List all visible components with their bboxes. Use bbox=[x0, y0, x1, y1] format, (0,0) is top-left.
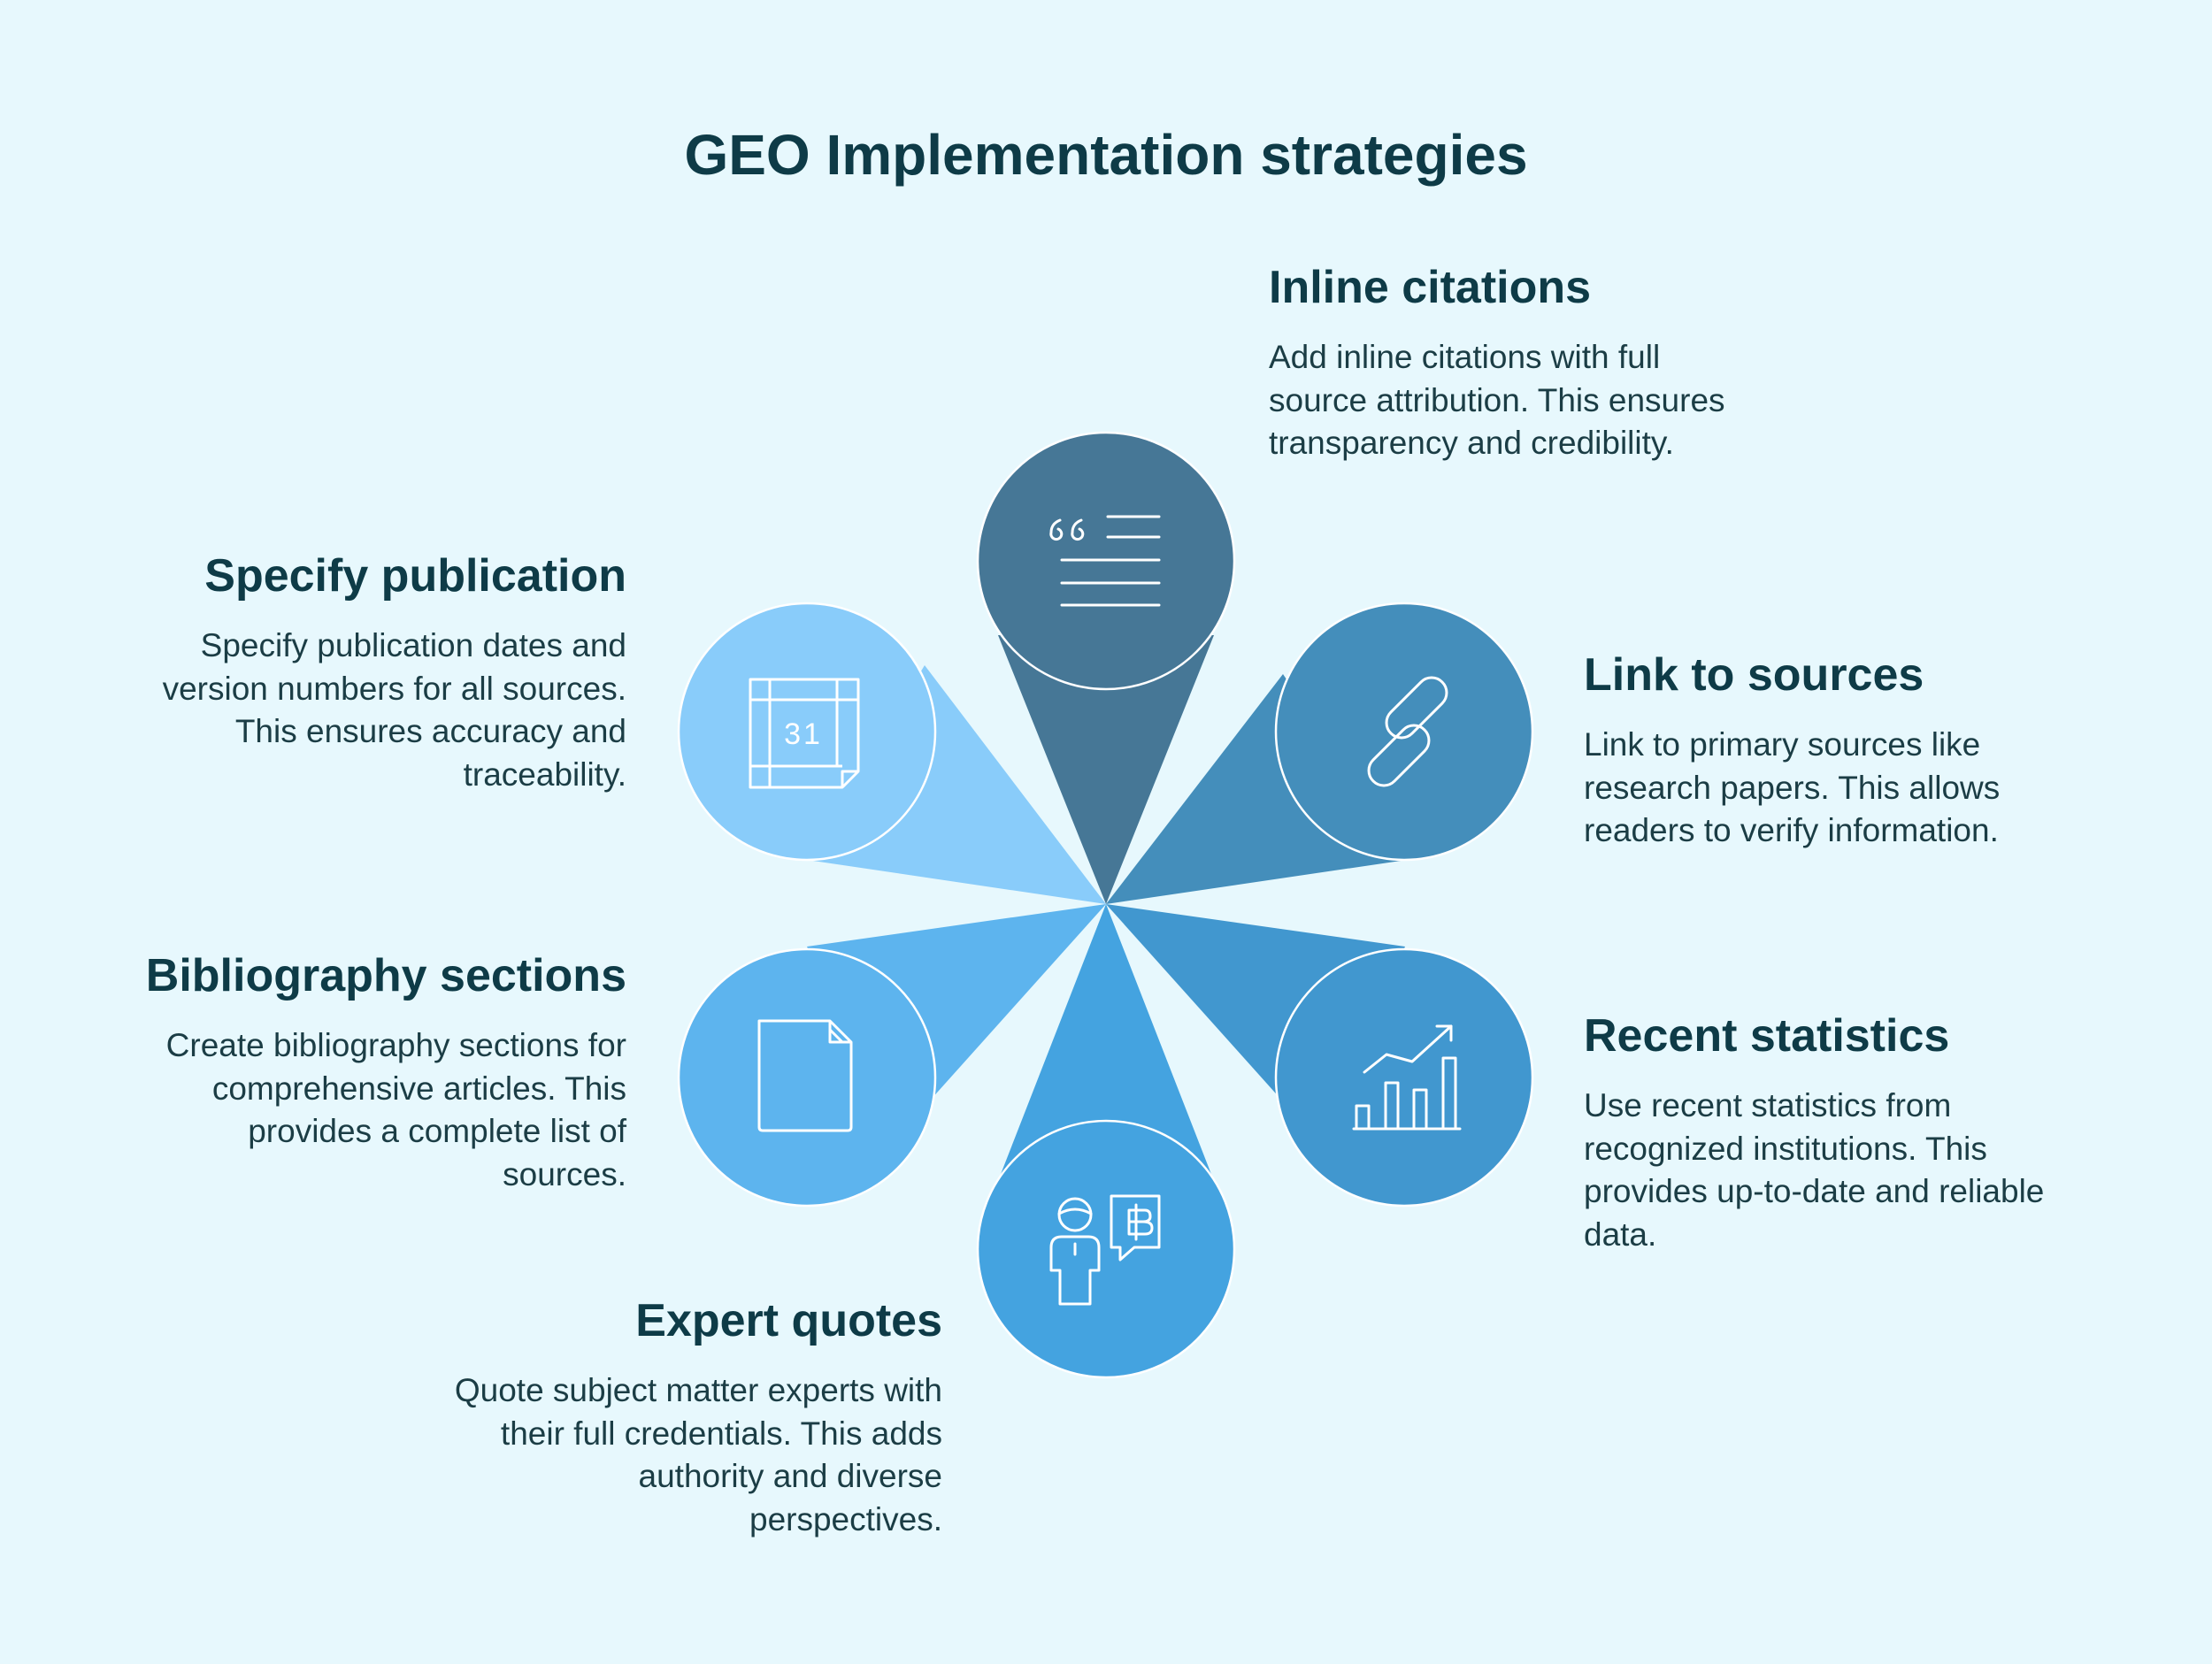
petal-inline-citations[interactable] bbox=[976, 431, 1236, 904]
label-recent-statistics: Recent statistics Use recent statistics … bbox=[1584, 1008, 2079, 1256]
petal-wedge bbox=[807, 665, 1106, 904]
petal-expert-quotes[interactable] bbox=[976, 904, 1236, 1379]
petal-circle bbox=[976, 1119, 1236, 1379]
expert-icon bbox=[1049, 1194, 1161, 1306]
description-expert-quotes: Quote subject matter experts with their … bbox=[454, 1372, 942, 1537]
petal-recent-statistics[interactable] bbox=[1106, 904, 1534, 1208]
petal-circle bbox=[677, 947, 937, 1208]
calendar-icon: 31 bbox=[749, 678, 860, 789]
label-expert-quotes: Expert quotes Quote subject matter exper… bbox=[447, 1293, 942, 1541]
petal-wedge bbox=[1106, 674, 1407, 904]
heading-expert-quotes: Expert quotes bbox=[635, 1295, 942, 1346]
petal-circle bbox=[1274, 947, 1534, 1208]
heading-link-to-sources: Link to sources bbox=[1584, 649, 1924, 701]
petal-link-to-sources[interactable] bbox=[1106, 602, 1534, 904]
petal-circle bbox=[1274, 602, 1534, 862]
heading-recent-statistics: Recent statistics bbox=[1584, 1010, 1950, 1062]
petal-wedge bbox=[998, 635, 1214, 904]
label-link-to-sources: Link to sources Link to primary sources … bbox=[1584, 648, 2079, 853]
description-recent-statistics: Use recent statistics from recognized in… bbox=[1584, 1087, 2045, 1253]
quote-icon bbox=[1049, 515, 1161, 607]
heading-inline-citations: Inline citations bbox=[1269, 262, 1592, 313]
heading-specify-publication: Specify publication bbox=[204, 550, 626, 602]
description-inline-citations: Add inline citations with full source at… bbox=[1269, 339, 1725, 461]
label-inline-citations: Inline citations Add inline citations wi… bbox=[1269, 260, 1764, 465]
diagram-title: GEO Implementation strategies bbox=[684, 123, 1528, 187]
document-icon bbox=[757, 1019, 853, 1132]
label-bibliography-sections: Bibliography sections Create bibliograph… bbox=[131, 948, 626, 1196]
description-specify-publication: Specify publication dates and version nu… bbox=[162, 627, 626, 793]
description-bibliography-sections: Create bibliography sections for compreh… bbox=[165, 1027, 626, 1192]
petal-circle bbox=[677, 602, 937, 862]
petal-wedge bbox=[998, 904, 1214, 1181]
petal-specify-publication[interactable]: 31 bbox=[677, 602, 1106, 904]
link-icon bbox=[1367, 676, 1448, 787]
label-specify-publication: Specify publication Specify publication … bbox=[131, 548, 626, 796]
petal-bibliography-sections[interactable] bbox=[677, 904, 1106, 1208]
calendar-icon-date: 31 bbox=[784, 717, 823, 751]
bar-chart-icon bbox=[1352, 1024, 1462, 1131]
heading-bibliography-sections: Bibliography sections bbox=[145, 950, 626, 1001]
description-link-to-sources: Link to primary sources like research pa… bbox=[1584, 726, 2001, 848]
